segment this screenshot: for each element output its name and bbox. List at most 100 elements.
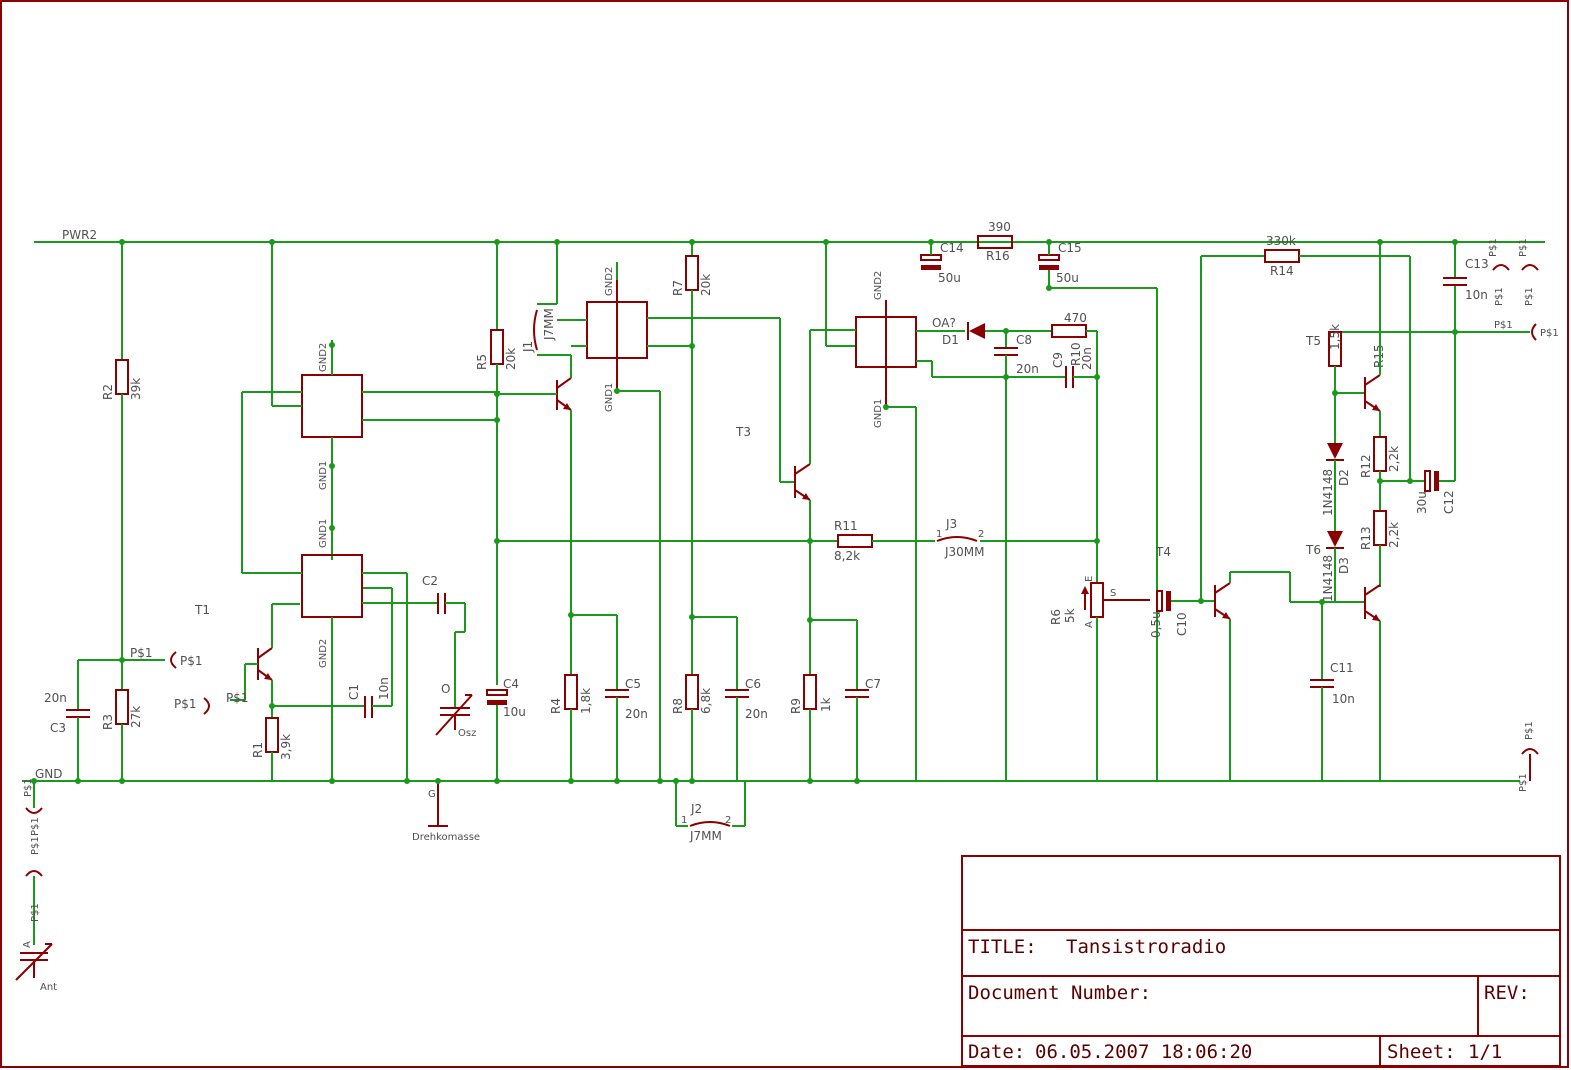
r11-resistor: R11 8,2k (497, 519, 935, 563)
svg-text:P$1: P$1 (1494, 320, 1513, 331)
j1-name: J1 (521, 341, 535, 353)
r14-value: 330k (1266, 234, 1296, 248)
r16-name: R16 (986, 249, 1010, 263)
rev-label: REV: (1484, 982, 1530, 1004)
svg-text:P$1: P$1 (174, 697, 197, 711)
r9-value: 1k (819, 697, 833, 712)
svg-text:A: A (22, 941, 33, 948)
r12-resistor: R12 2,2k (1359, 436, 1425, 511)
r3-value: 27k (129, 706, 143, 728)
r11-value: 8,2k (834, 549, 860, 563)
svg-text:P$1: P$1 (1524, 287, 1535, 306)
svg-text:E: E (1084, 576, 1095, 582)
t5-transistor (1335, 242, 1381, 437)
t1-transistor: T1 (194, 603, 300, 718)
c1-value: 10n (377, 677, 391, 700)
c14-capacitor: C14 50u (920, 241, 964, 285)
d2-value: 1N4148 (1321, 469, 1335, 516)
r14-resistor: 330k R14 (1264, 234, 1411, 481)
j2-name: J2 (690, 802, 702, 816)
t3-name: T3 (735, 425, 751, 439)
c11-value: 10n (1332, 692, 1355, 706)
c12-name: C12 (1442, 490, 1456, 514)
c8-value: 20n (1016, 362, 1039, 376)
c14-value: 50u (938, 271, 961, 285)
c4-name: C4 (503, 677, 519, 691)
svg-text:GND2: GND2 (873, 271, 884, 300)
r2-resistor: R2 39k (101, 242, 143, 690)
d3-value: 1N4148 (1321, 555, 1335, 602)
c5-name: C5 (625, 677, 641, 691)
svg-text:P$1: P$1 (1518, 238, 1529, 257)
c9-capacitor: C9 20n (1051, 347, 1097, 388)
d1-value: OA? (932, 316, 956, 330)
if-filter-2: GND1 GND2 (241, 392, 438, 781)
c5-capacitor: C5 20n (571, 614, 648, 781)
c13-capacitor: C13 10n (1443, 242, 1530, 333)
d3-diode: T6 1N4148 D3 (1305, 531, 1351, 602)
r12-name: R12 (1359, 454, 1373, 478)
r6-potentiometer: S E A R6 5k (1049, 576, 1150, 781)
c10-value: 0,5u (1149, 611, 1163, 638)
r1-value: 3,9k (279, 734, 293, 760)
svg-text:P$1: P$1 (226, 691, 249, 705)
t6-transistor (1364, 584, 1381, 781)
r1-name: R1 (251, 742, 265, 758)
r8-resistor: R8 6,8k (671, 674, 713, 781)
c10-name: C10 (1175, 612, 1189, 636)
r10-value: 470 (1064, 311, 1087, 325)
svg-text:P$1: P$1 (1494, 287, 1505, 306)
c10-capacitor: 0,5u C10 (1149, 590, 1215, 638)
r5-resistor: R5 20k (475, 242, 518, 685)
r13-name: R13 (1359, 526, 1373, 550)
svg-text:GND2: GND2 (604, 267, 615, 296)
t4-transistor: T4 (1155, 255, 1365, 781)
title-label: TITLE: (968, 936, 1037, 958)
c9-name: C9 (1051, 352, 1065, 368)
r13-value: 2,2k (1387, 522, 1401, 548)
c6-value: 20n (745, 707, 768, 721)
c2-capacitor: C2 (422, 574, 466, 708)
svg-text:P$1: P$1 (1488, 238, 1499, 257)
r5-name: R5 (475, 354, 489, 370)
j1-value: J7MM (542, 308, 556, 341)
c7-name: C7 (865, 677, 881, 691)
r4-resistor: R4 1,8k (549, 674, 593, 781)
d1-diode: OA? D1 (932, 316, 1052, 347)
svg-text:P$1: P$1 (30, 817, 41, 836)
r15-value: 1,5k (1328, 324, 1342, 350)
t6-name: T6 (1305, 543, 1321, 557)
r4-name: R4 (549, 698, 563, 714)
t3-transistor: T3 (735, 318, 811, 675)
if-filter-1: GND2 GND1 (242, 242, 500, 560)
c8-name: C8 (1016, 333, 1032, 347)
pwr-net-label: PWR2 (62, 228, 97, 242)
sheet-value: 1/1 (1468, 1041, 1502, 1063)
c15-name: C15 (1058, 241, 1082, 255)
r15-resistor: T5 1,5k R15 (1305, 324, 1455, 443)
c3-name: C3 (50, 721, 66, 735)
title-block: TITLE: Tansistroradio Document Number: R… (961, 855, 1561, 1067)
c1-name: C1 (347, 684, 361, 700)
date-label: Date: (968, 1041, 1025, 1063)
c13-name: C13 (1465, 257, 1489, 271)
ground-rail: GND (22, 767, 1520, 782)
c11-capacitor: C11 10n (1310, 602, 1355, 781)
svg-text:O: O (441, 682, 450, 696)
r12-value: 2,2k (1387, 446, 1401, 472)
c14-name: C14 (940, 241, 964, 255)
r7-name: R7 (671, 280, 685, 296)
r2-name: R2 (101, 384, 115, 400)
svg-text:GND1: GND1 (318, 461, 329, 490)
antenna-variable-capacitor: P$1 P$1 P$1 P$1 A Ant (15, 778, 57, 993)
d1-name: D1 (942, 333, 959, 347)
c5-value: 20n (625, 707, 648, 721)
d3-name: D3 (1337, 557, 1351, 574)
c9-value: 20n (1080, 347, 1094, 370)
svg-text:GND2: GND2 (318, 343, 329, 372)
j3-name: J3 (945, 517, 957, 531)
svg-text:GND1: GND1 (604, 383, 615, 412)
c4-capacitor: C4 10u (486, 677, 526, 781)
c15-value: 50u (1056, 271, 1079, 285)
